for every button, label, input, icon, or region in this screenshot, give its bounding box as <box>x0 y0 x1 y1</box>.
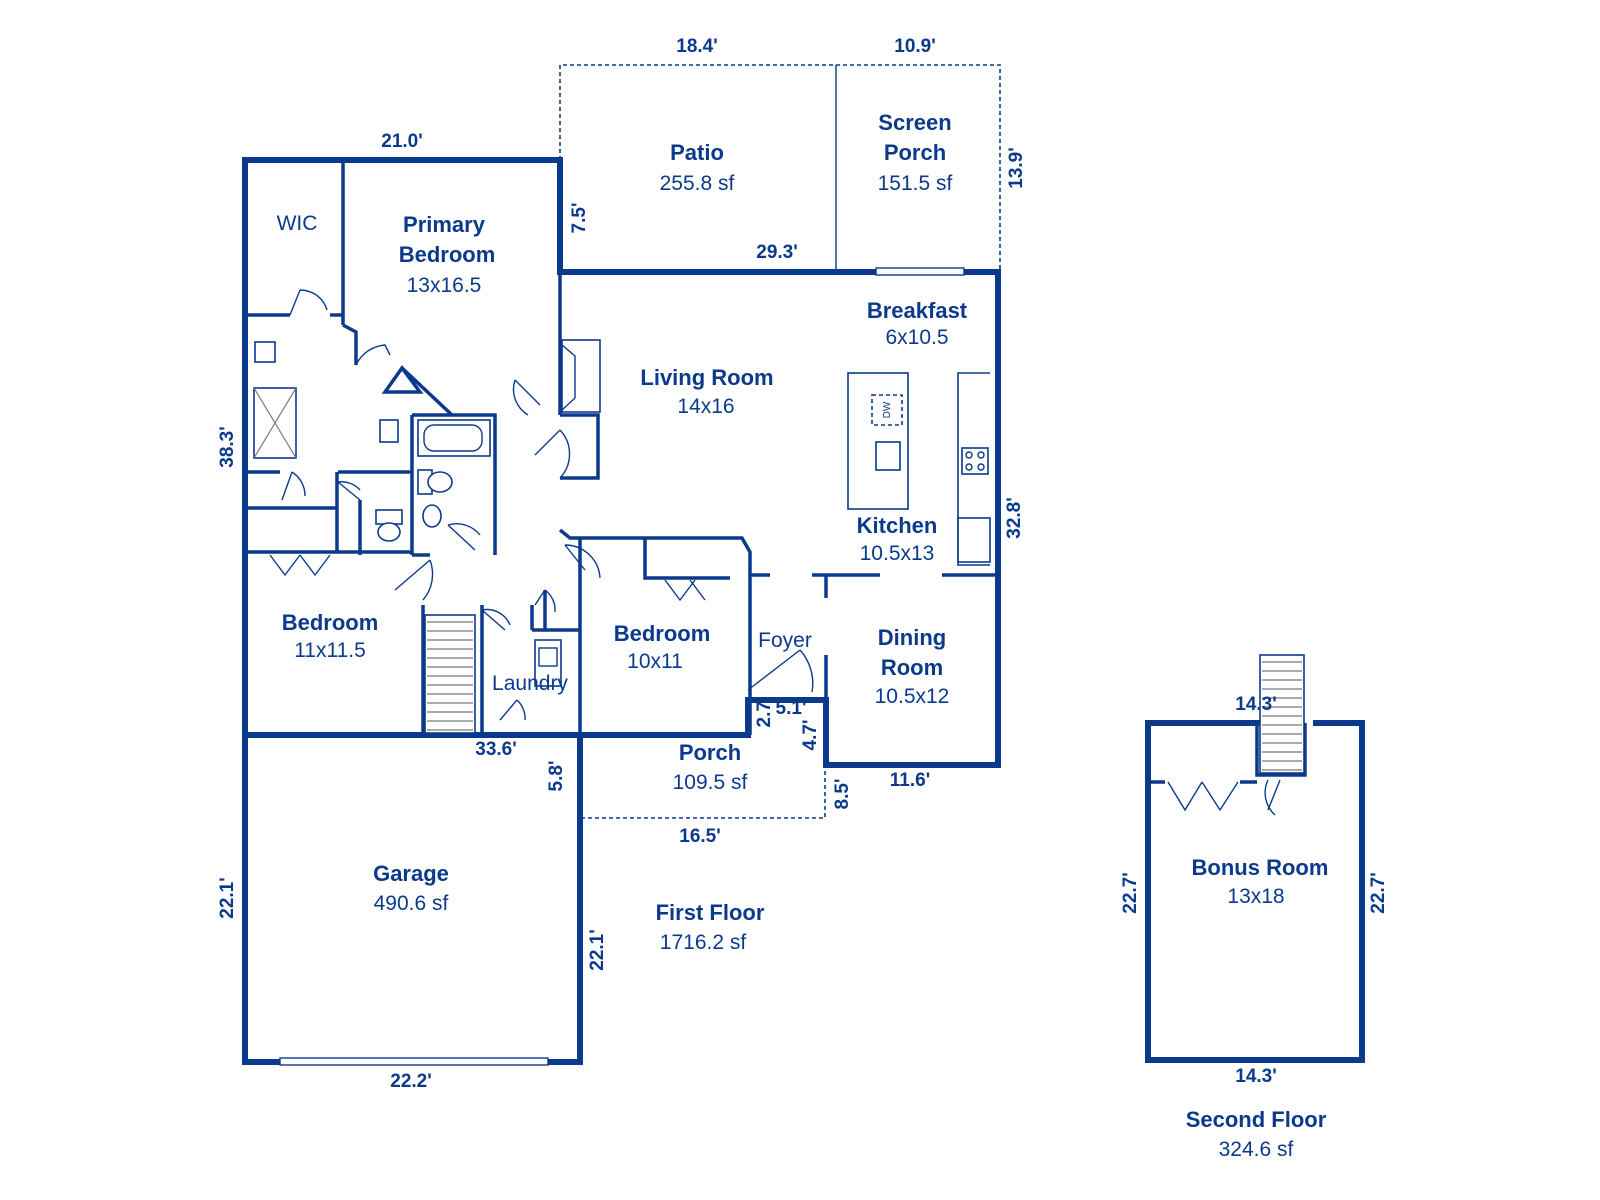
breakfast-size: 6x10.5 <box>885 326 948 349</box>
outdoor-areas <box>559 64 1001 819</box>
range <box>961 447 989 475</box>
dimension-labels: 18.4' 10.9' 21.0' 7.5' 13.9' 29.3' 38.3'… <box>217 36 1389 1092</box>
bonus-room-name: Bonus Room <box>1192 855 1329 880</box>
dim-foyer-c: 4.7' <box>800 720 821 751</box>
bonus-room-size: 13x18 <box>1227 885 1284 908</box>
breakfast-name: Breakfast <box>867 298 968 323</box>
bonus-room-outline <box>1145 720 1365 1063</box>
dim-primary-top-width: 21.0' <box>381 131 423 152</box>
primary-bedroom-name-1: Primary <box>403 212 486 237</box>
wic-name: WIC <box>277 212 318 235</box>
bedroom-mid-size: 10x11 <box>627 650 683 673</box>
stairs-first-floor <box>424 614 476 734</box>
patio-size: 255.8 sf <box>660 172 735 195</box>
second-floor-name: Second Floor <box>1186 1107 1327 1132</box>
dim-left-depth: 38.3' <box>217 426 238 468</box>
dim-screen-porch-width: 10.9' <box>894 36 936 57</box>
bedroom-left-name: Bedroom <box>282 610 379 635</box>
primary-bedroom-name-2: Bedroom <box>399 242 496 267</box>
fireplace <box>561 339 601 413</box>
dim-dining-width: 11.6' <box>890 770 930 791</box>
kitchen-size: 10.5x13 <box>860 542 935 565</box>
screen-porch-name-1: Screen <box>878 110 951 135</box>
second-floor-plan <box>1145 654 1365 1063</box>
dim-garage-width: 22.2' <box>390 1071 432 1092</box>
hall-toilet-bowl <box>427 471 453 493</box>
dim-right-depth: 32.8' <box>1004 497 1025 539</box>
primary-bedroom-size: 13x16.5 <box>407 274 482 297</box>
toilet-tank <box>375 509 403 525</box>
garage-name: Garage <box>373 861 449 886</box>
room-labels: Patio 255.8 sf Screen Porch 151.5 sf WIC… <box>277 110 1329 1161</box>
dining-room-name-2: Room <box>881 655 943 680</box>
kitchen-island <box>847 372 909 510</box>
toilet-bowl <box>377 522 401 542</box>
patio-screen-porch-outline <box>559 64 1001 272</box>
dim-foyer-a: 2.7' <box>754 697 775 728</box>
dim-bonus-top: 14.3' <box>1235 694 1277 715</box>
dim-bonus-right: 22.7' <box>1368 872 1389 914</box>
refrigerator <box>957 517 991 563</box>
dim-patio-depth: 7.5' <box>569 203 590 234</box>
bath-sink-2 <box>379 419 399 443</box>
foyer-name: Foyer <box>758 629 812 652</box>
dim-garage-left: 22.1' <box>217 877 238 919</box>
interior-walls <box>245 160 998 735</box>
garage-size: 490.6 sf <box>374 892 449 915</box>
dim-porch-width: 16.5' <box>679 826 721 847</box>
hall-sink <box>422 504 442 528</box>
dim-garage-right: 22.1' <box>587 929 608 971</box>
dim-bonus-bottom: 14.3' <box>1235 1066 1277 1087</box>
living-room-size: 14x16 <box>677 395 734 418</box>
dim-screen-porch-depth: 13.9' <box>1006 147 1027 189</box>
dining-room-name-1: Dining <box>878 625 946 650</box>
dishwasher-label: DW <box>882 401 893 418</box>
dining-room-size: 10.5x12 <box>875 685 950 708</box>
kitchen-name: Kitchen <box>857 513 938 538</box>
screen-porch-size: 151.5 sf <box>878 172 953 195</box>
dim-front-width: 33.6' <box>475 739 517 760</box>
living-room-name: Living Room <box>640 365 773 390</box>
screen-porch-name-2: Porch <box>884 140 946 165</box>
porch-name: Porch <box>679 740 741 765</box>
patio-name: Patio <box>670 140 724 165</box>
dim-patio-porch-total: 29.3' <box>756 242 798 263</box>
porch-size: 109.5 sf <box>673 771 748 794</box>
stairs-second-floor <box>1259 654 1305 774</box>
bedroom-left-size: 11x11.5 <box>294 639 366 662</box>
dim-patio-width: 18.4' <box>676 36 718 57</box>
fixtures <box>253 339 991 734</box>
dim-foyer-b: 5.1' <box>776 698 807 719</box>
second-floor-area: 324.6 sf <box>1219 1138 1294 1161</box>
first-floor-name: First Floor <box>656 900 765 925</box>
dim-bonus-left: 22.7' <box>1120 872 1141 914</box>
door-swings <box>269 289 814 721</box>
bedroom-mid-name: Bedroom <box>614 621 711 646</box>
garage-door <box>279 1057 549 1066</box>
first-floor-area: 1716.2 sf <box>660 931 747 954</box>
dim-porch-right-depth: 8.5' <box>832 779 853 810</box>
kitchen-sink <box>875 441 901 471</box>
laundry-name: Laundry <box>492 672 568 695</box>
sliding-door <box>875 267 965 276</box>
stair-treads <box>427 621 1302 771</box>
dishwasher <box>871 394 903 426</box>
bath-sink <box>254 341 276 363</box>
dim-porch-left-depth: 5.8' <box>546 761 567 792</box>
front-porch-outline <box>579 735 826 819</box>
